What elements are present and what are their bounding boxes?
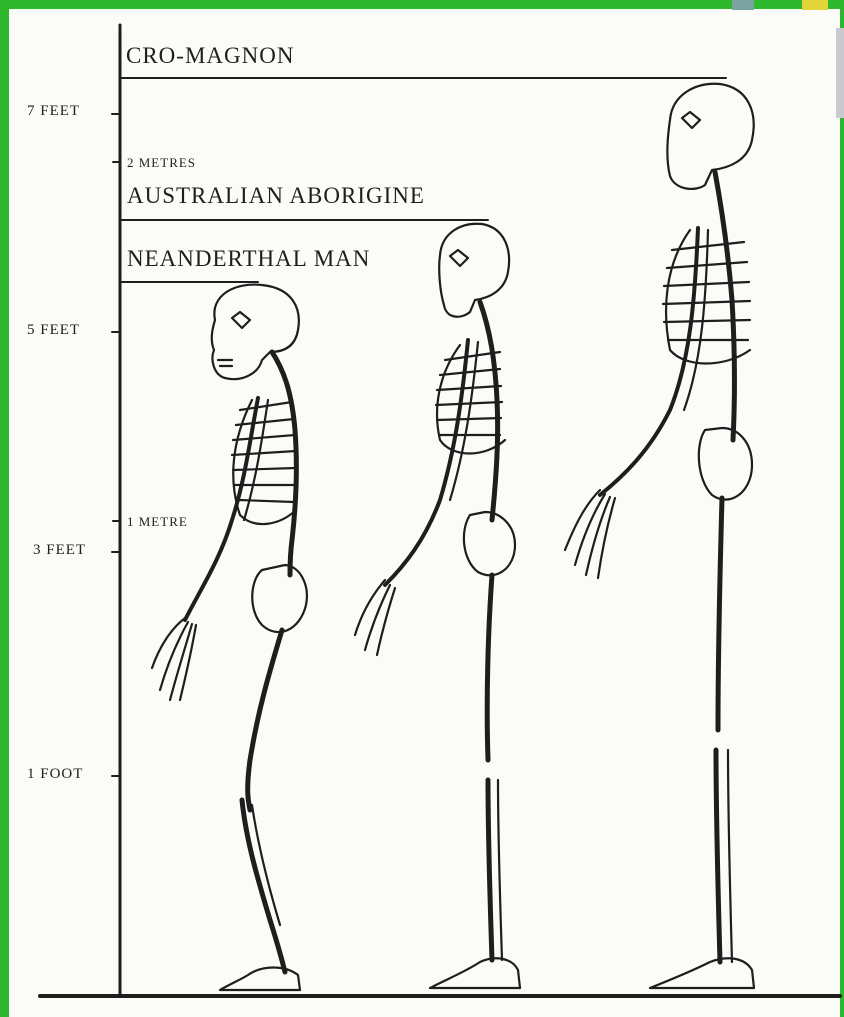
label-2-metres: 2 METRES [127,155,196,171]
label-australian-aborigine: AUSTRALIAN ABORIGINE [127,183,425,209]
neanderthal-skeleton [152,285,307,990]
label-1-metre: 1 METRE [127,514,188,530]
label-cro-magnon: CRO-MAGNON [126,43,294,69]
cro-magnon-skeleton [565,84,754,988]
label-5-feet: 5 FEET [27,322,80,339]
label-7-feet: 7 FEET [27,103,80,120]
label-1-foot: 1 FOOT [27,766,83,783]
aborigine-skeleton [355,224,520,988]
label-3-feet: 3 FEET [33,542,86,559]
label-neanderthal-man: NEANDERTHAL MAN [127,246,370,272]
